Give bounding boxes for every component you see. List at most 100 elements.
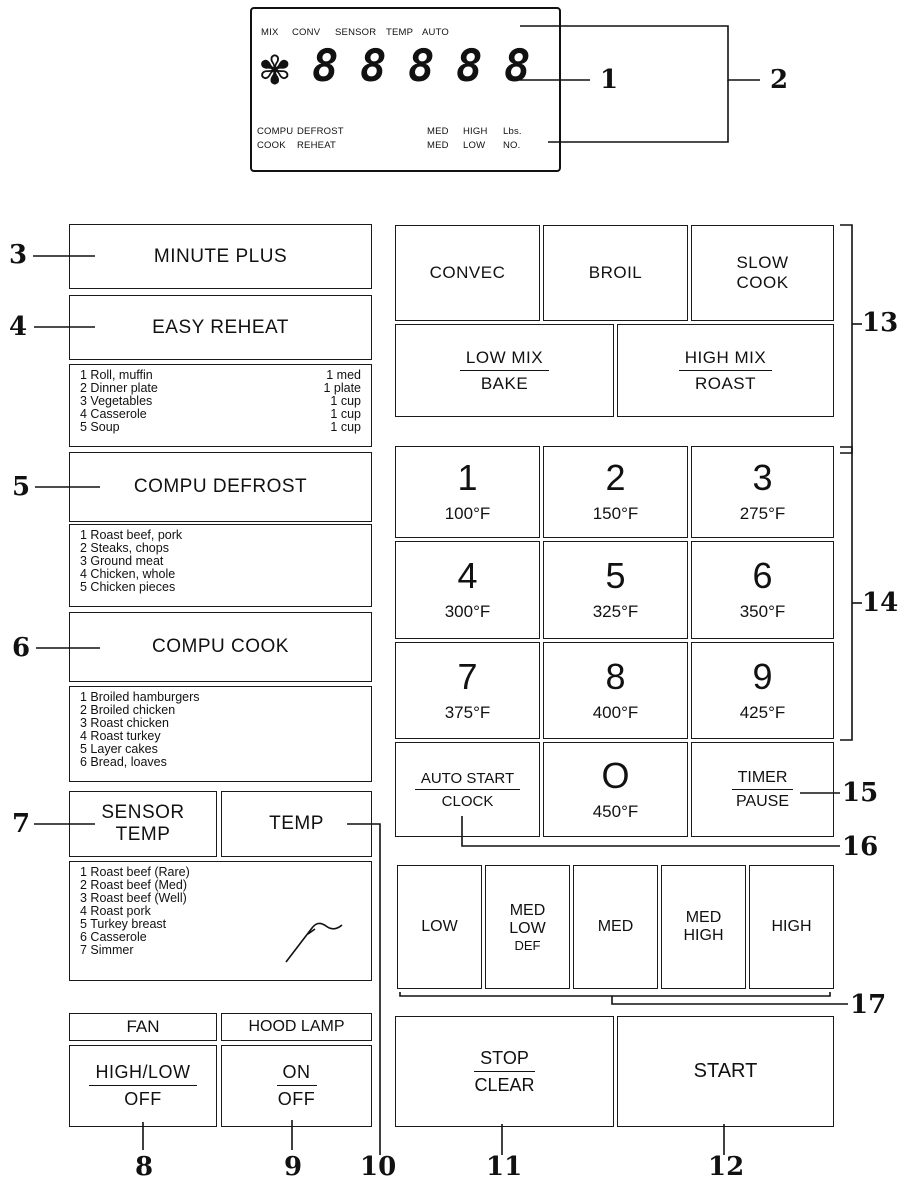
- list-item-text: 1 Roll, muffin: [80, 368, 153, 382]
- keypad-number: 7: [457, 655, 478, 697]
- low-mix-label: LOW MIX: [459, 348, 550, 371]
- lamp-fraction: ON OFF: [276, 1062, 317, 1110]
- power-med-low-button[interactable]: MED LOW DEF: [485, 865, 570, 989]
- stop-clear-button[interactable]: STOP CLEAR: [395, 1016, 614, 1127]
- list-item: 2 Steaks, chops: [80, 541, 169, 555]
- start-button[interactable]: START: [617, 1016, 834, 1127]
- stop-fraction: STOP CLEAR: [474, 1048, 535, 1096]
- callout-16: 16: [842, 832, 879, 862]
- callout-6: 6: [12, 633, 31, 663]
- callout-2: 2: [770, 65, 789, 95]
- list-item-text: 3 Vegetables: [80, 394, 153, 408]
- start-label: START: [693, 1060, 758, 1082]
- compu-cook-label: COMPU COOK: [152, 636, 289, 657]
- display-digit-1: 8: [312, 41, 339, 92]
- callout-11: 11: [486, 1152, 523, 1182]
- display-label-sensor: SENSOR: [335, 27, 377, 38]
- display-label-low: LOW: [463, 140, 486, 151]
- easy-reheat-button[interactable]: EASY REHEAT: [69, 295, 372, 360]
- fan-label: FAN: [69, 1013, 217, 1041]
- convec-button[interactable]: CONVEC: [395, 225, 540, 321]
- minute-plus-label: MINUTE PLUS: [153, 245, 288, 267]
- hood-lamp-button[interactable]: ON OFF: [221, 1045, 372, 1127]
- keypad-temp: 300°F: [444, 602, 491, 621]
- hood-lamp-label: HOOD LAMP: [221, 1013, 372, 1041]
- clock-label: CLOCK: [441, 792, 494, 810]
- list-item-amount: 1 cup: [330, 407, 361, 421]
- display-label-temp: TEMP: [386, 27, 414, 38]
- sensor-list: 1 Roast beef (Rare) 2 Roast beef (Med) 3…: [69, 861, 372, 981]
- display-label-conv: CONV: [292, 27, 321, 38]
- list-item: 3 Roast chicken: [80, 716, 169, 730]
- timer-label: TIMER: [731, 769, 794, 790]
- slow-cook-button[interactable]: SLOW COOK: [691, 225, 834, 321]
- list-item: 4 Roast pork: [80, 904, 151, 918]
- power-low-button[interactable]: LOW: [397, 865, 482, 989]
- list-item: 1 Roast beef (Rare): [80, 865, 190, 879]
- clear-label: CLEAR: [474, 1074, 535, 1095]
- list-item: 4 Chicken, whole: [80, 567, 176, 581]
- fan-label-text: FAN: [126, 1017, 160, 1036]
- sensor-temp-button[interactable]: SENSOR TEMP: [69, 791, 217, 857]
- list-item: 7 Simmer: [80, 943, 134, 957]
- high-mix-roast-button[interactable]: HIGH MIX ROAST: [617, 324, 834, 417]
- defrost-list: 1 Roast beef, pork 2 Steaks, chops 3 Gro…: [69, 524, 372, 607]
- callout-15: 15: [842, 778, 879, 808]
- power-med-high-button[interactable]: MED HIGH: [661, 865, 746, 989]
- fan-fraction: HIGH/LOW OFF: [89, 1062, 197, 1110]
- callout-1: 1: [600, 65, 619, 95]
- display-digit-4: 8: [456, 41, 483, 92]
- list-item: 2 Roast beef (Med): [80, 878, 187, 892]
- compu-cook-button[interactable]: COMPU COOK: [69, 612, 372, 682]
- keypad-temp: 425°F: [739, 702, 786, 722]
- power-high-button[interactable]: HIGH: [749, 865, 834, 989]
- list-item: 5 Turkey breast: [80, 917, 167, 931]
- callout-14: 14: [862, 588, 898, 618]
- callout-9: 9: [284, 1152, 303, 1182]
- keypad-number: 5: [605, 555, 626, 596]
- power-med-button[interactable]: MED: [573, 865, 658, 989]
- list-item-text: 5 Soup: [80, 420, 120, 434]
- display-digit-3: 8: [408, 41, 435, 92]
- temp-label: TEMP: [269, 813, 324, 834]
- high-mix-fraction: HIGH MIX ROAST: [678, 348, 773, 394]
- timer-pause-button[interactable]: TIMER PAUSE: [691, 742, 834, 837]
- temp-button[interactable]: TEMP: [221, 791, 372, 857]
- list-item-text: 2 Dinner plate: [80, 381, 158, 395]
- hood-lamp-label-text: HOOD LAMP: [248, 1018, 345, 1035]
- keypad-number: 3: [752, 457, 773, 498]
- power-high-label: HIGH: [771, 918, 812, 935]
- keypad-temp: 400°F: [592, 702, 639, 722]
- power-med-high-label-1: MED: [685, 909, 722, 926]
- compu-defrost-button[interactable]: COMPU DEFROST: [69, 452, 372, 522]
- stop-label: STOP: [474, 1048, 535, 1072]
- display-digit-2: 8: [360, 41, 387, 92]
- keypad-number: O: [601, 754, 630, 796]
- display-label-lbs: Lbs.: [503, 126, 522, 137]
- auto-start-clock-button[interactable]: AUTO START CLOCK: [395, 742, 540, 837]
- display-label-mix: MIX: [261, 27, 279, 38]
- callout-4: 4: [9, 312, 28, 342]
- broil-button[interactable]: BROIL: [543, 225, 688, 321]
- minute-plus-button[interactable]: MINUTE PLUS: [69, 224, 372, 289]
- display-label-auto: AUTO: [422, 27, 450, 38]
- easy-reheat-label: EASY REHEAT: [152, 316, 289, 338]
- low-mix-bake-button[interactable]: LOW MIX BAKE: [395, 324, 614, 417]
- sensor-temp-label-2: TEMP: [115, 824, 171, 845]
- display-label-defrost: DEFROST: [297, 126, 344, 137]
- callout-10: 10: [360, 1152, 397, 1182]
- display-label-cook: COOK: [257, 140, 286, 151]
